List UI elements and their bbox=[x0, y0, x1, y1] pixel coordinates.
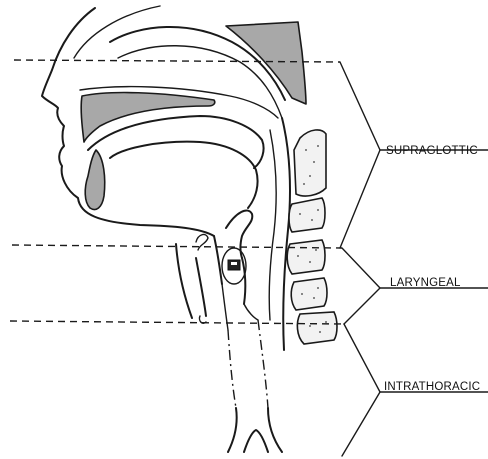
pharyngeal-wall-posterior bbox=[282, 118, 290, 350]
boundary-line-lower bbox=[10, 321, 344, 324]
bronchial-bifurcation bbox=[228, 408, 282, 452]
label-laryngeal: LARYNGEAL bbox=[390, 277, 461, 289]
anterior-neck bbox=[176, 244, 206, 323]
skull-base-wedge bbox=[226, 22, 306, 104]
tongue bbox=[85, 150, 105, 210]
vertebra-1 bbox=[294, 130, 326, 196]
hyoid bbox=[196, 235, 208, 250]
vertebrae-column bbox=[287, 130, 337, 344]
label-supraglottic: SUPRAGLOTTIC bbox=[386, 145, 478, 157]
vertebra-4 bbox=[291, 278, 327, 310]
head-profile bbox=[42, 6, 214, 236]
vertebra-2 bbox=[289, 198, 325, 232]
epiglottis bbox=[226, 210, 252, 258]
label-intrathoracic: INTRATHORACIC bbox=[384, 381, 480, 393]
oral-cavity-floor bbox=[110, 142, 258, 208]
pharyngeal-wall-inner bbox=[269, 130, 276, 320]
vertebra-3 bbox=[287, 240, 325, 274]
hard-palate bbox=[81, 93, 215, 142]
vertebra-5 bbox=[297, 312, 337, 344]
